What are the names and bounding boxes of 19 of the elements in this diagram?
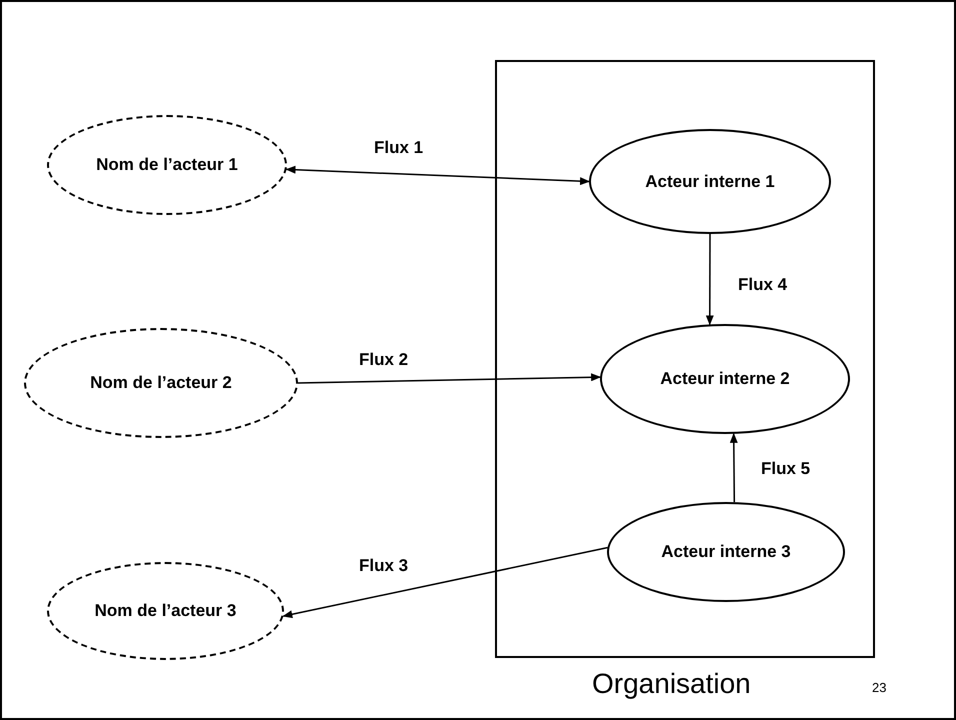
- arrow: [282, 546, 608, 618]
- actor-name: Acteur interne 1: [645, 170, 775, 193]
- actor-name: Nom de l’acteur 2: [90, 372, 232, 394]
- actor-name: Acteur interne 3: [661, 541, 791, 564]
- arrow: [706, 234, 714, 326]
- external-actor-ellipse: [47, 562, 284, 660]
- actor-ellipse: [600, 324, 850, 434]
- actor-name: Nom de l’acteur 1: [96, 154, 238, 176]
- page-number: 23: [872, 679, 886, 697]
- actor-ellipse: [607, 502, 845, 602]
- arrow: [298, 373, 602, 384]
- actor-name: Acteur interne 2: [660, 368, 790, 390]
- actor-name: Nom de l’acteur 3: [94, 600, 236, 622]
- arrow: [286, 166, 590, 186]
- actor-ellipse: [589, 129, 831, 234]
- box-heading: Organisation: [592, 670, 751, 698]
- external-actor-ellipse: [24, 328, 298, 438]
- external-actor-ellipse: [47, 115, 287, 215]
- arrow: [730, 432, 738, 502]
